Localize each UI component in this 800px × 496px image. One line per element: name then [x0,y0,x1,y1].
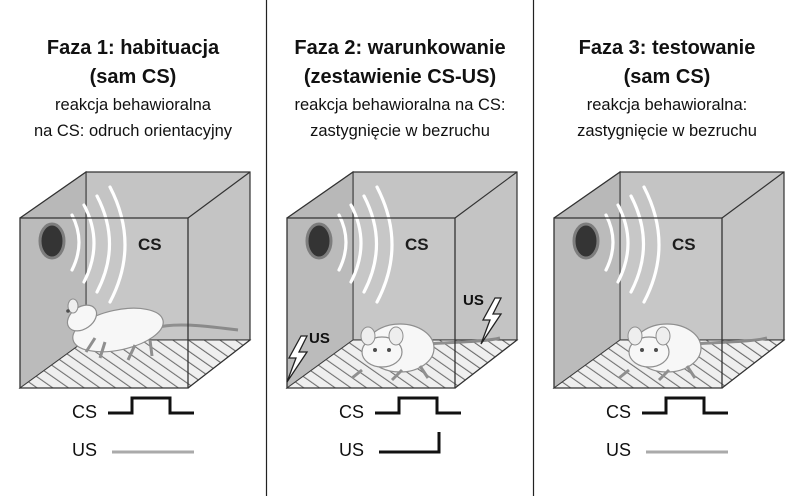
cage-cs-label: CS [405,235,429,254]
panel-1-title-line-1: Faza 1: habituacja [46,37,220,59]
signal-cs-label: CS [72,402,97,422]
cage-edge [721,339,785,389]
cage-front-face [19,217,189,389]
panel-1-header: Faza 1: habituacja (sam CS) reakcja beha… [0,34,266,144]
cage-edge [721,171,785,219]
rat-eye [66,309,70,313]
sound-wave [642,185,661,304]
speaker-icon [38,222,66,260]
us-signal-trace [379,432,441,454]
cage-edge [187,171,251,219]
panel-2-header: Faza 2: warunkowanie (zestawienie CS-US)… [267,34,533,144]
rat-legs [84,337,154,361]
rat-ear [627,326,643,346]
cage-cs-label: CS [672,235,696,254]
sound-wave [95,194,111,294]
rat-head [361,336,403,368]
sound-wave [629,194,645,294]
lightning-bolt-icon [286,335,309,383]
signal-us-label: US [339,440,364,460]
rat-eye [640,348,644,352]
rat-eye [373,348,377,352]
shock-us-label: US [463,292,484,309]
cage-edge [454,171,518,219]
rat-legs [351,365,430,382]
panel-2-description-line-1: reakcja behawioralna na CS: [294,96,506,114]
speaker-icon [305,222,333,260]
sound-wave [616,203,630,284]
cage-edge [553,171,621,219]
rat-eye [387,348,391,352]
rat-legs [618,365,697,382]
rat-ear [388,326,404,346]
panel-3-figure: CS CS US [552,171,786,460]
cs-signal-trace [375,396,461,415]
signal-us-label: US [606,440,631,460]
sound-wave [362,194,378,294]
signal-cs-label: CS [606,402,631,422]
panel-1-title-line-2: (sam CS) [89,66,177,88]
sound-wave [82,203,96,284]
panel-3-description-line-1: reakcja behawioralna: [586,96,748,114]
signal-us-label: US [72,440,97,460]
panel-2-description-line-2: zastygnięcie w bezruchu [310,122,490,140]
panel-3-description-line-2: zastygnięcie w bezruchu [577,122,757,140]
cage-cs-label: CS [138,235,162,254]
cs-signal-trace [108,396,194,415]
lightning-bolt-icon [480,297,503,345]
panel-2-figure: CS US US CS US [285,171,519,460]
shock-us-label: US [309,330,330,347]
cage-edge [187,339,251,389]
cs-signal-trace [642,396,728,415]
panel-2-title-line-2: (zestawienie CS-US) [303,66,497,88]
sound-wave [349,203,363,284]
rat-ear [655,326,671,346]
rat-ear [67,298,79,314]
cage-edge [286,171,354,219]
sound-wave [70,213,81,272]
cage-edge [19,171,87,219]
speaker-icon [572,222,600,260]
cage-edge [454,339,518,389]
panel-1-figure: CS CS US [18,171,252,460]
rat-eye [654,348,658,352]
rat-head [628,336,670,368]
rat-ear [360,326,376,346]
panel-3-title-line-1: Faza 3: testowanie [578,37,756,59]
signal-cs-label: CS [339,402,364,422]
cage-front-face [553,217,723,389]
panel-2-title-line-1: Faza 2: warunkowanie [294,37,506,59]
sound-wave [108,185,127,304]
panel-1-description-line-2: na CS: odruch orientacyjny [33,122,233,140]
panel-1-description-line-1: reakcja behawioralna [55,96,211,114]
cage-front-face [286,217,456,389]
panel-3-title-line-2: (sam CS) [623,66,711,88]
sound-wave [337,213,348,272]
sound-wave [375,185,394,304]
sound-wave [604,213,615,272]
panel-3-header: Faza 3: testowanie (sam CS) reakcja beha… [534,34,800,144]
